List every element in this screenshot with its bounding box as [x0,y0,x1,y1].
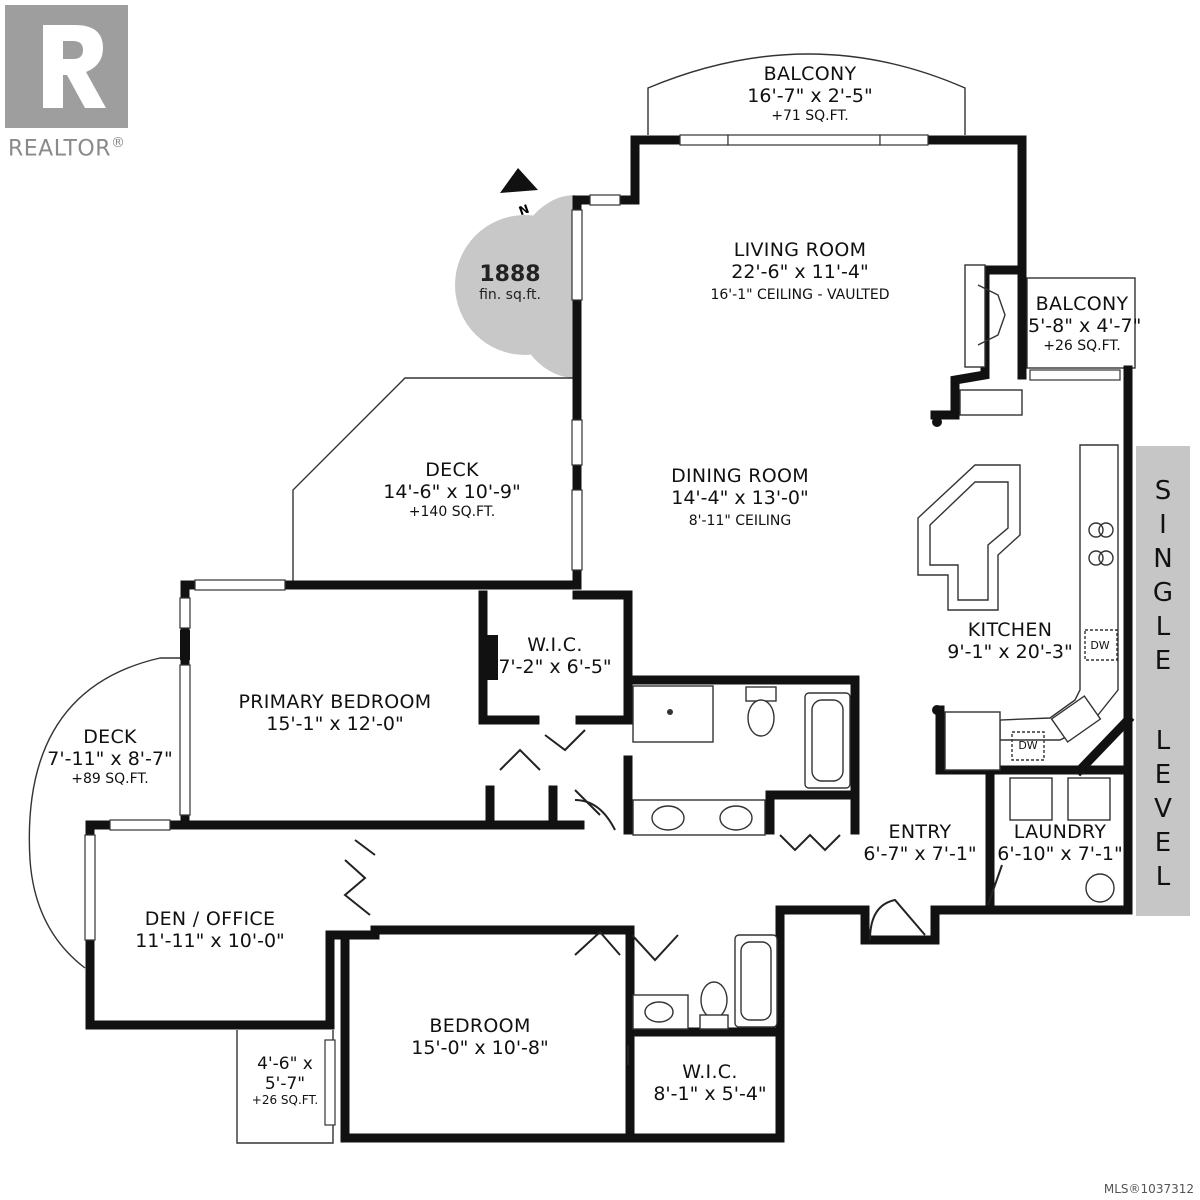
room-dining: DINING ROOM 14'-4" x 13'-0" 8'-11" CEILI… [671,465,809,529]
room-entry: ENTRY 6'-7" x 7'-1" [863,821,977,865]
dw-label-bottom: DW [1018,739,1038,752]
balcony-right-outline [1026,277,1136,369]
vanity-icon [632,799,766,836]
washer-icon [1009,777,1053,821]
kitchen-sink-icon [1050,695,1102,743]
deck-left-outline [28,657,183,969]
stove-icon [1088,522,1114,566]
realtor-wordmark: REALTOR® [8,135,126,162]
realtor-logo-mark [5,5,128,128]
area-value: 1888 [479,262,541,287]
balcony-top-outline [647,53,966,135]
bathtub-icon [804,692,851,789]
single-level-band: S I N G L E L E V E L [1136,446,1190,916]
sink-2-icon [632,994,689,1030]
kitchen-island [917,464,1021,611]
dishwasher-top-icon [1084,629,1118,661]
dishwasher-bottom-icon [1011,731,1045,761]
shower-icon [632,685,714,743]
room-den-office: DEN / OFFICE 11'-11" x 10'-0" [135,908,285,952]
dw-label-top: DW [1090,639,1110,652]
doors [343,729,1003,1065]
room-deck-left: DECK 7'-11" x 8'-7" +89 SQ.FT. [47,726,173,787]
toilet-icon [745,686,777,737]
area-badge: 1888 fin. sq.ft. [455,262,565,303]
single-word: S I N G L E [1152,476,1174,676]
mls-number: MLS®1037312 [1103,1182,1194,1196]
fireplace [959,264,1023,416]
room-patio-small: 4'-6" x 5'-7" +26 SQ.FT. [251,1054,319,1108]
compass-badge [455,168,575,378]
pantry-cabinet [944,711,1001,771]
area-unit: fin. sq.ft. [479,287,541,303]
windows [84,134,1121,1126]
toilet-2-icon [699,981,729,1030]
north-arrow-icon [500,168,538,193]
room-laundry: LAUNDRY 6'-10" x 7'-1" [997,821,1123,865]
room-wic-top: W.I.C. 7'-2" x 6'-5" [498,634,612,678]
room-bedroom: BEDROOM 15'-0" x 10'-8" [411,1015,549,1059]
room-kitchen: KITCHEN 9'-1" x 20'-3" [947,619,1073,663]
room-balcony-right: BALCONY 5'-8" x 4'-7" +26 SQ.FT. [1028,293,1142,354]
level-word: L E V E L [1154,726,1172,892]
dryer-icon [1067,777,1111,821]
kitchen-island-inner [929,481,1009,601]
room-primary-bedroom: PRIMARY BEDROOM 15'-1" x 12'-0" [238,691,432,735]
bathtub-2-icon [734,934,778,1028]
room-wic-bottom: W.I.C. 8'-1" x 5'-4" [653,1061,767,1105]
room-deck-main: DECK 14'-6" x 10'-9" +140 SQ.FT. [383,459,521,520]
water-heater-icon [1085,873,1115,903]
room-balcony-top: BALCONY 16'-7" x 2'-5" +71 SQ.FT. [747,63,873,124]
deck-main-outline [292,377,575,585]
room-living: LIVING ROOM 22'-6" x 11'-4" 16'-1" CEILI… [710,239,890,303]
realtor-logo: REALTOR® [5,5,135,162]
